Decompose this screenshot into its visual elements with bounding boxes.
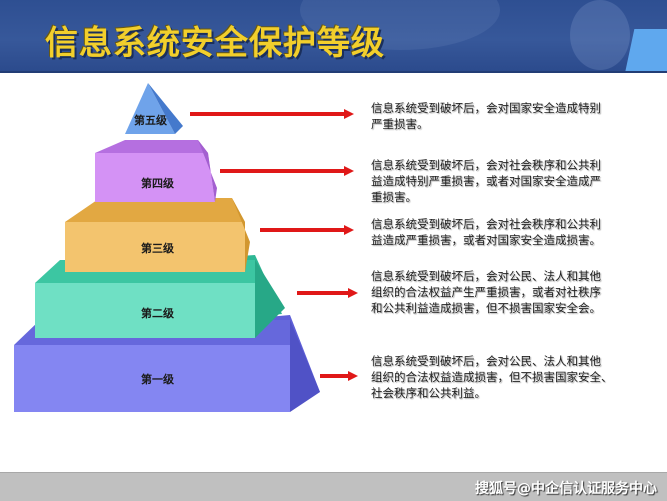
level-4-description: 信息系统受到破坏后，会对社会秩序和公共利 益造成特别严重损害，或者对国家安全造成…: [371, 158, 601, 204]
footer-bar: 搜狐号@中企信认证服务中心: [0, 472, 667, 501]
pyramid-level-5: [125, 83, 183, 134]
header-divider: [0, 71, 667, 73]
page-title: 信息系统安全保护等级: [45, 23, 385, 62]
pyramid-level-4: [95, 140, 217, 202]
level-4-label: 第四级: [141, 177, 174, 190]
level-2-label: 第二级: [141, 307, 174, 320]
level-3-label: 第三级: [141, 242, 174, 255]
watermark: 搜狐号@中企信认证服务中心: [475, 481, 657, 497]
level-1-label: 第一级: [141, 373, 174, 386]
pyramid-diagram: [14, 83, 358, 412]
level-3-description: 信息系统受到破坏后，会对社会秩序和公共利 益造成严重损害，或者对国家安全造成损害…: [371, 217, 601, 247]
level-5-label: 第五级: [134, 114, 167, 127]
header-banner: 信息系统安全保护等级: [0, 0, 667, 73]
pyramid-level-3: [65, 198, 250, 272]
level-2-description: 信息系统受到破坏后，会对公民、法人和其他 组织的合法权益产生严重损害，或者对社秩…: [371, 269, 601, 315]
header-decoration: [570, 0, 630, 70]
level-5-description: 信息系统受到破坏后，会对国家安全造成特别 严重损害。: [371, 101, 601, 131]
level-1-description: 信息系统受到破坏后，会对公民、法人和其他 组织的合法权益造成损害，但不损害国家安…: [371, 354, 613, 400]
